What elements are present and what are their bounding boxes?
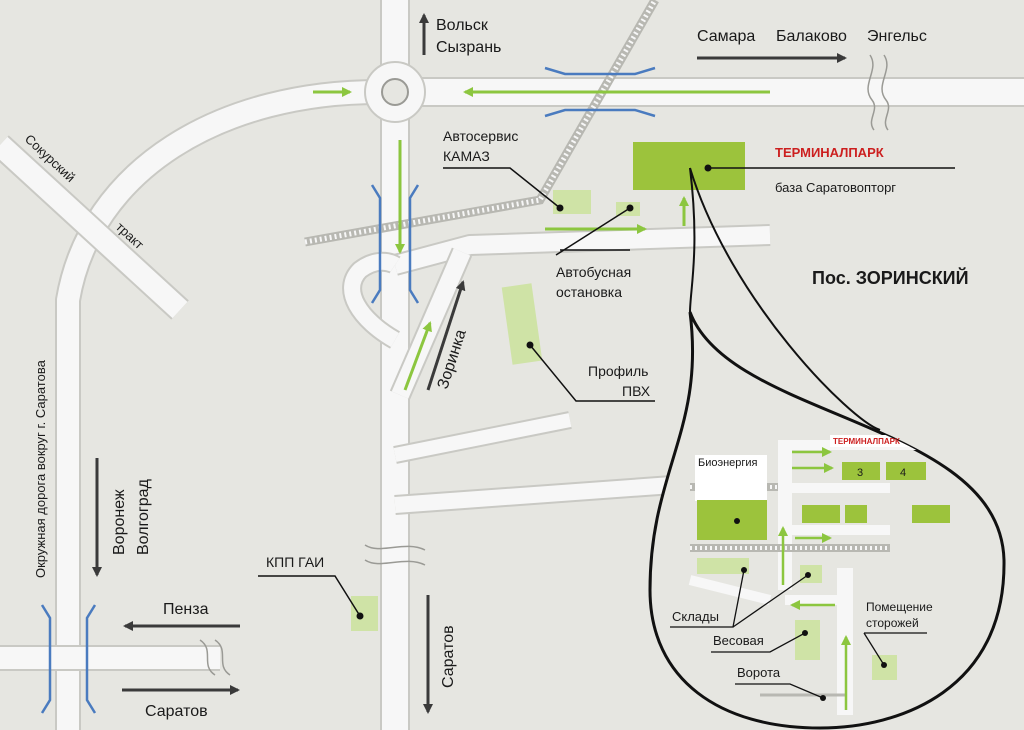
- roundabout: [364, 61, 426, 123]
- label-bus-stop-1: Автобусная: [556, 264, 631, 280]
- kpp-building: [351, 596, 378, 631]
- label-base: база Саратовопторг: [775, 180, 896, 195]
- label-zorinka: Зоринка: [435, 327, 470, 391]
- inset-bioenergy-building: [697, 500, 767, 540]
- place-labels: Автосервис КАМАЗ Автобусная остановка Пр…: [258, 128, 969, 620]
- bridges: [40, 66, 656, 714]
- label-autoservice-1: Автосервис: [443, 128, 518, 144]
- city-syzran: Сызрань: [436, 39, 501, 56]
- inset-warehouses: Склады: [672, 609, 719, 624]
- city-balakovo: Балаково: [776, 28, 847, 45]
- inset-guard-2: сторожей: [866, 616, 919, 630]
- inset-scales-small: [800, 565, 822, 583]
- city-penza: Пенза: [163, 601, 209, 618]
- inset-bldg-b: [845, 505, 867, 523]
- road-breaks: [199, 54, 890, 676]
- inset-bldg-3-label: 3: [857, 467, 863, 479]
- inset-guard-1: Помещение: [866, 600, 933, 614]
- inset-bldg-4-label: 4: [900, 467, 906, 479]
- inset-terminal-label-bg: [830, 435, 910, 447]
- city-saratov-bottom: Саратов: [145, 703, 208, 720]
- green-arrows: [313, 87, 770, 391]
- label-ring-road: Окружная дорога вокруг г. Саратова: [33, 359, 48, 578]
- inset-bldg-4: [886, 462, 926, 480]
- inset-bldg-c: [912, 505, 950, 523]
- direction-arrows: [92, 13, 847, 714]
- inset-scales: [795, 620, 820, 660]
- inset-bioenergy: Биоэнергия: [698, 457, 758, 469]
- inset-bldg-a: [802, 505, 840, 523]
- city-voronezh: Воронеж: [111, 489, 128, 555]
- label-profile-1: Профиль: [588, 363, 648, 379]
- label-profile-2: ПВХ: [622, 383, 651, 399]
- city-volgograd: Волгоград: [135, 478, 152, 555]
- inset-warehouse: [697, 558, 749, 574]
- inset-gate: Ворота: [737, 665, 781, 680]
- inset-scales-label: Весовая: [713, 633, 764, 648]
- city-engels: Энгельс: [867, 28, 927, 45]
- city-saratov-right: Саратов: [440, 625, 457, 688]
- label-terminal: ТЕРМИНАЛПАРК: [775, 145, 884, 160]
- city-volsk: Вольск: [436, 17, 489, 34]
- label-autoservice-2: КАМАЗ: [443, 148, 490, 164]
- label-kpp: КПП ГАИ: [266, 554, 324, 570]
- inset-bldg-3: [842, 462, 880, 480]
- inset-zoom: ТЕРМИНАЛПАРК Биоэнергия 3 4 Склады Весов…: [648, 167, 1006, 730]
- inset-bioenergy-label-bg: [695, 455, 767, 501]
- label-settlement: Пос. ЗОРИНСКИЙ: [812, 267, 969, 288]
- city-labels: Вольск Сызрань Самара Балаково Энгельс В…: [111, 17, 927, 720]
- terminal-building: [633, 142, 745, 190]
- city-samara: Самара: [697, 28, 755, 45]
- label-bus-stop-2: остановка: [556, 284, 622, 300]
- railway: [304, 0, 659, 247]
- inset-terminal: ТЕРМИНАЛПАРК: [833, 437, 900, 446]
